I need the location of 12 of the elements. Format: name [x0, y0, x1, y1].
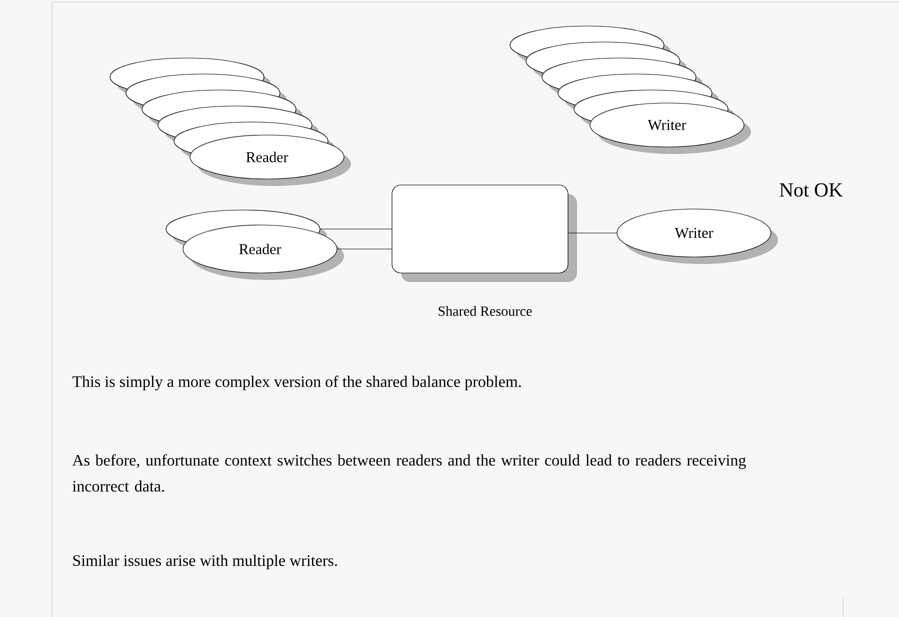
- node-label: Shared Resource: [438, 306, 532, 316]
- paragraph: As before, unfortunate context switches between readers and the writer could lead to readers receiving incorrect data.: [72, 454, 746, 492]
- resource-box: [392, 184, 577, 282]
- ellipse-stack: Reader: [110, 58, 351, 186]
- ellipse-node: Writer: [616, 208, 778, 264]
- paragraph: This is simply a more complex version of the shared balance problem.: [72, 376, 521, 390]
- paragraph: Similar issues arise with multiple writers.: [73, 554, 337, 570]
- ellipse-stack: Reader: [166, 210, 344, 280]
- ellipse-stack: Writer: [510, 26, 751, 154]
- status-label: Not OK: [780, 183, 843, 197]
- connector-line: [337, 248, 392, 250]
- connector-line: [568, 232, 617, 234]
